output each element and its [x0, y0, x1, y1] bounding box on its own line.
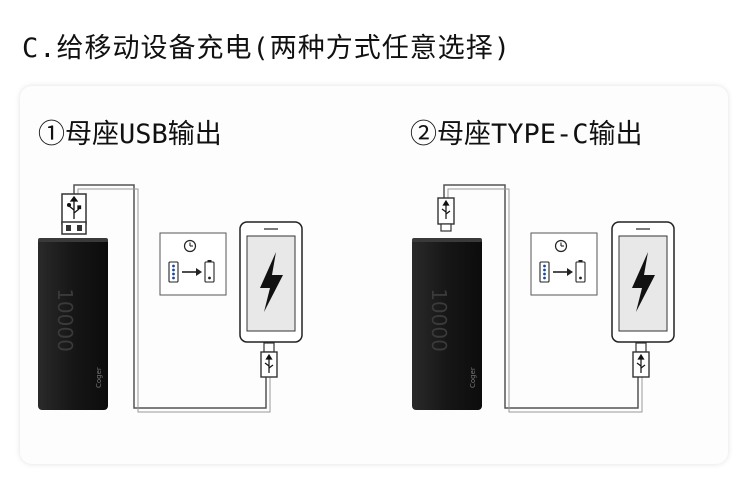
lightning-bolt-icon [632, 252, 655, 312]
micro-usb-plug [260, 342, 278, 378]
mode-title-typec: ②母座TYPE-C输出 [410, 119, 643, 150]
usb-symbol-icon [441, 199, 451, 219]
bank-brand-text: Coger [469, 367, 477, 388]
smartphone [611, 221, 675, 343]
cable-usb-edge [77, 188, 271, 413]
usb-symbol-icon [66, 195, 82, 219]
typec-diagram: 10000 Coger [412, 184, 675, 413]
info-box [530, 232, 598, 296]
power-bank-mini-icon [168, 261, 179, 283]
usb-a-plug [61, 193, 87, 235]
info-box [159, 232, 227, 296]
usb-symbol-icon [264, 353, 274, 373]
battery-icon [575, 260, 586, 283]
power-bank: 10000 Coger [412, 238, 482, 410]
arrow-right-icon [182, 268, 202, 276]
section-heading: C.给移动设备充电(两种方式任意选择) [22, 33, 512, 64]
power-bank-mini-icon [539, 261, 550, 283]
clock-icon [554, 239, 568, 253]
cable-typec-edge [447, 188, 643, 413]
bank-brand-text: Coger [95, 367, 103, 388]
bank-capacity-text: 10000 [427, 288, 451, 352]
usb-diagram: 10000 Coger [38, 184, 303, 413]
smartphone [239, 221, 303, 343]
clock-icon [183, 239, 197, 253]
mode-title-usb: ①母座USB输出 [38, 119, 222, 150]
battery-icon [204, 260, 215, 283]
power-bank: 10000 Coger [38, 238, 108, 410]
cable-usb [73, 184, 267, 409]
arrow-right-icon [553, 268, 573, 276]
typec-plug [437, 197, 455, 232]
lightning-bolt-icon [260, 252, 283, 312]
micro-usb-plug [632, 342, 650, 378]
bank-capacity-text: 10000 [53, 288, 77, 352]
cable-typec [443, 184, 639, 409]
usb-symbol-icon [636, 353, 646, 373]
